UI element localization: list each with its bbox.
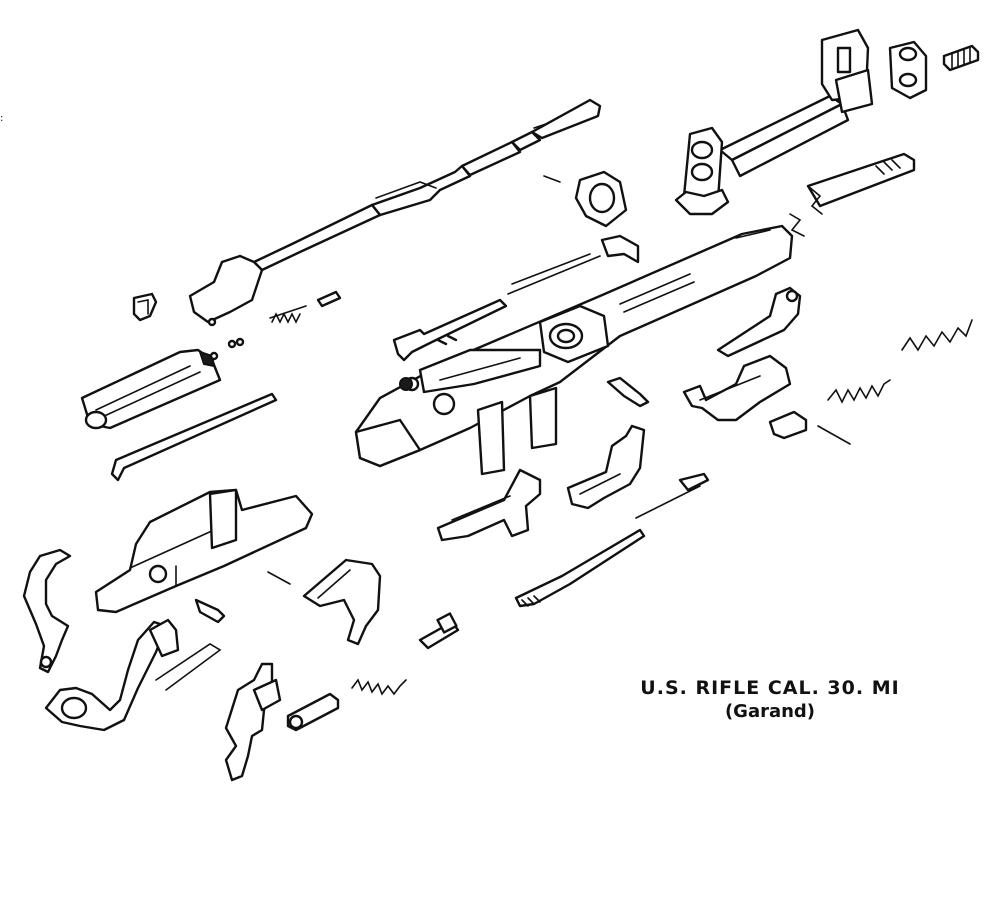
trigger-guard (46, 620, 220, 730)
gas-cylinder-front-sight (676, 30, 872, 214)
follower-arm (636, 474, 708, 518)
follower (438, 470, 540, 540)
accelerator (516, 530, 644, 606)
front-handguard-ring (576, 172, 638, 262)
trigger (226, 664, 280, 780)
gas-cylinder-lock (890, 42, 926, 98)
stray-mark: : (0, 113, 4, 124)
follower-arm-pin (134, 294, 156, 320)
trigger-housing (96, 490, 312, 612)
figure-caption: U.S. RIFLE CAL. 30. MI (Garand) (600, 676, 940, 724)
safety (304, 560, 380, 644)
follower-rod (394, 256, 600, 360)
operating-rod-catch-pin (608, 378, 648, 406)
caption-title: U.S. RIFLE CAL. 30. MI (640, 677, 900, 699)
operating-rod (190, 100, 600, 322)
operating-rod-catch (684, 356, 790, 420)
hammer-spring-assembly (288, 614, 458, 730)
rear-sight-knob (400, 378, 412, 390)
barrel (790, 154, 914, 236)
rear-sight-base (718, 288, 800, 356)
gas-cylinder-plug (944, 46, 978, 70)
clip-latch (770, 412, 850, 444)
operating-rod-spring (828, 320, 972, 402)
bullet-guide (568, 426, 644, 508)
pins-top (512, 176, 590, 284)
hammer-pin (196, 572, 290, 622)
firing-pin (112, 394, 276, 480)
bolt-assembly (82, 350, 220, 428)
extractor-parts (209, 292, 340, 347)
stock-receiver (356, 226, 792, 474)
hammer (24, 550, 70, 672)
caption-subtitle: (Garand) (724, 701, 816, 722)
